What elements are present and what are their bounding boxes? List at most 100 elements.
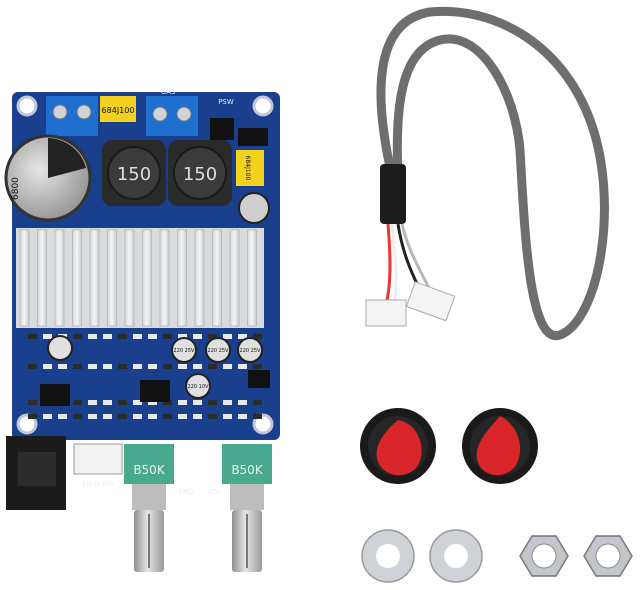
heatsink-fin bbox=[194, 229, 205, 327]
svg-text:220 10V: 220 10V bbox=[188, 384, 209, 390]
heatsink bbox=[16, 228, 264, 328]
smd-part bbox=[103, 364, 112, 369]
smd-part bbox=[148, 414, 157, 419]
smd-part bbox=[88, 334, 97, 339]
smd-part bbox=[103, 334, 112, 339]
heatsink-fin bbox=[142, 229, 152, 327]
mounting-hole bbox=[16, 413, 38, 435]
smd-part bbox=[208, 334, 217, 339]
smd-part bbox=[253, 334, 262, 339]
hex-nut-right bbox=[583, 535, 633, 577]
smd-part bbox=[193, 400, 202, 405]
inductor-left: 150 bbox=[102, 140, 166, 206]
knob-right bbox=[462, 408, 538, 484]
hex-nut-left bbox=[519, 535, 569, 577]
smd-components bbox=[28, 334, 262, 419]
smd-part bbox=[43, 364, 52, 369]
potentiometer-right bbox=[222, 444, 272, 484]
heatsink-fin bbox=[19, 229, 30, 327]
heatsink-fin bbox=[177, 229, 187, 327]
small-capacitor bbox=[238, 192, 270, 224]
smd-part bbox=[43, 334, 52, 339]
smd-part bbox=[163, 364, 172, 369]
silk-gas: GAS bbox=[161, 88, 176, 96]
heatshrink bbox=[380, 164, 406, 224]
smd-part bbox=[238, 364, 247, 369]
heatsink-fin bbox=[107, 229, 117, 327]
smd-part bbox=[133, 400, 142, 405]
knob-left bbox=[360, 408, 436, 484]
smd-part bbox=[118, 334, 127, 339]
smd-part bbox=[118, 364, 127, 369]
heatsink-fin bbox=[72, 229, 82, 327]
smd-part bbox=[133, 334, 142, 339]
vol-label: VOL bbox=[207, 488, 221, 496]
jst-plug bbox=[405, 281, 456, 322]
mounting-hole bbox=[252, 95, 274, 117]
smd-part bbox=[223, 414, 232, 419]
input-connector bbox=[73, 443, 123, 475]
smd-part bbox=[58, 364, 67, 369]
ic-chip bbox=[140, 380, 170, 402]
smd-part bbox=[73, 364, 82, 369]
jst-plug bbox=[365, 299, 407, 327]
smd-part bbox=[178, 414, 187, 419]
smd-part bbox=[238, 400, 247, 405]
heatsink-fin bbox=[159, 229, 170, 327]
smd-part bbox=[253, 414, 262, 419]
silk-psw: PSW bbox=[218, 98, 234, 106]
heatsink-fin bbox=[229, 229, 240, 327]
film-capacitor bbox=[236, 150, 264, 186]
smd-part bbox=[178, 334, 187, 339]
washer-right bbox=[429, 529, 483, 583]
smd-part bbox=[223, 364, 232, 369]
heatsink-fin bbox=[37, 229, 47, 327]
smd-part bbox=[178, 364, 187, 369]
amplifier-board: 684J100 684J100 GAS PSW 6800 150 150 bbox=[4, 88, 280, 572]
smd-part bbox=[28, 334, 37, 339]
cap-label: 684J100 bbox=[102, 106, 135, 115]
screw bbox=[176, 106, 192, 122]
smd-part bbox=[88, 364, 97, 369]
electrolytic-capacitors: 220 25V 220 25V 220 25V 220 10V bbox=[47, 335, 263, 399]
smd-part bbox=[163, 334, 172, 339]
svg-text:220 25V: 220 25V bbox=[240, 348, 261, 354]
smd-part bbox=[133, 364, 142, 369]
screw bbox=[76, 104, 92, 120]
smd-part bbox=[73, 414, 82, 419]
svg-text:220 25V: 220 25V bbox=[208, 348, 229, 354]
smd-part bbox=[103, 414, 112, 419]
svg-text:150: 150 bbox=[183, 164, 217, 185]
pot-shaft-right bbox=[230, 484, 264, 572]
smd-part bbox=[43, 414, 52, 419]
heatsink-fin bbox=[89, 229, 100, 327]
smd-part bbox=[148, 364, 157, 369]
connector-label: Lin G Rin bbox=[82, 480, 113, 488]
smd-part bbox=[88, 400, 97, 405]
smd-part bbox=[253, 364, 262, 369]
cap-label: 684J100 bbox=[244, 156, 251, 181]
big-cap-label: 6800 bbox=[11, 177, 21, 200]
smd-part bbox=[148, 400, 157, 405]
freq-label: FRQ bbox=[179, 488, 194, 496]
smd-part bbox=[73, 400, 82, 405]
smd-part bbox=[223, 334, 232, 339]
pot-shaft-left bbox=[132, 484, 166, 572]
smd-part bbox=[88, 414, 97, 419]
heatsink-fin bbox=[212, 229, 222, 327]
smd-part bbox=[193, 334, 202, 339]
washer-left bbox=[361, 529, 415, 583]
film-capacitor bbox=[100, 96, 136, 122]
screw bbox=[152, 106, 168, 122]
smd-part bbox=[73, 334, 82, 339]
smd-part bbox=[163, 414, 172, 419]
smd-part bbox=[163, 400, 172, 405]
smd-part bbox=[238, 414, 247, 419]
smd-part bbox=[238, 334, 247, 339]
smd-part bbox=[148, 334, 157, 339]
svg-text:B50K: B50K bbox=[133, 463, 166, 477]
inductor-right: 150 bbox=[168, 140, 232, 206]
smd-part bbox=[208, 400, 217, 405]
heatsink-fin bbox=[247, 229, 257, 327]
